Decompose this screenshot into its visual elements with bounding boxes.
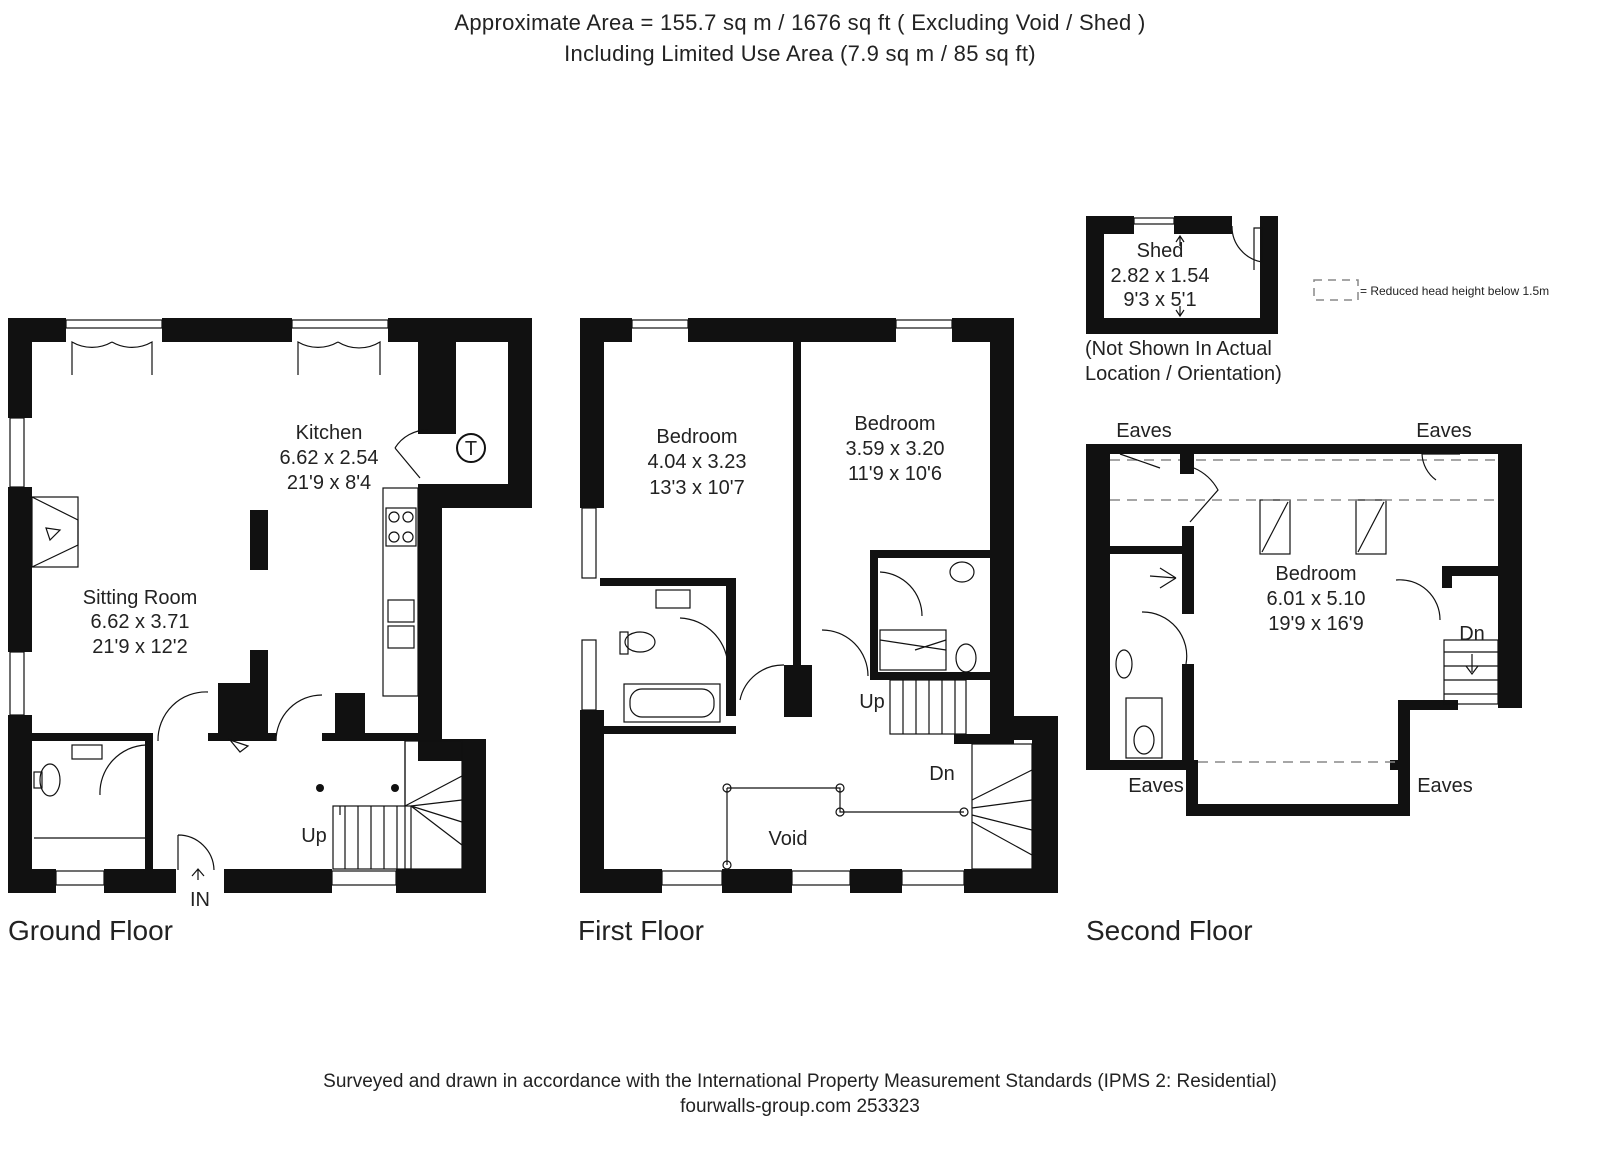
limited-use-area-line: Including Limited Use Area (7.9 sq m / 8… bbox=[564, 41, 1036, 66]
kitchen-metric: 6.62 x 2.54 bbox=[280, 447, 379, 469]
shed-note-line2: Location / Orientation) bbox=[1085, 363, 1282, 385]
top-bedroom-imperial: 19'9 x 16'9 bbox=[1268, 613, 1364, 635]
first-floor-plan: Bedroom 4.04 x 3.23 13'3 x 10'7 Bedroom … bbox=[580, 318, 1058, 893]
entrance-label: IN bbox=[190, 889, 210, 911]
ground-stairs-up-label: Up bbox=[301, 825, 327, 847]
shed-imperial: 9'3 x 5'1 bbox=[1123, 289, 1196, 311]
website-reference-line: fourwalls-group.com 253323 bbox=[680, 1096, 920, 1117]
ground-floor-plan: T Sitting Room 6.62 x 3.71 21'9 x 12'2 K… bbox=[8, 318, 532, 911]
sitting-room-imperial: 21'9 x 12'2 bbox=[92, 636, 188, 658]
shed-name: Shed bbox=[1137, 240, 1184, 262]
survey-standard-line: Surveyed and drawn in accordance with th… bbox=[323, 1071, 1277, 1092]
bedroom-right-imperial: 11'9 x 10'6 bbox=[848, 463, 942, 485]
first-stairs-up-label: Up bbox=[859, 691, 885, 713]
bedroom-right-name: Bedroom bbox=[854, 413, 935, 435]
bedroom-left-metric: 4.04 x 3.23 bbox=[648, 451, 747, 473]
eaves-label-bottom-right: Eaves bbox=[1417, 775, 1473, 797]
area-summary-line: Approximate Area = 155.7 sq m / 1676 sq … bbox=[454, 10, 1146, 35]
top-bedroom-metric: 6.01 x 5.10 bbox=[1267, 588, 1366, 610]
first-stairs-down-label: Dn bbox=[929, 763, 955, 785]
second-floor-label: Second Floor bbox=[1086, 915, 1253, 946]
top-bedroom-name: Bedroom bbox=[1275, 563, 1356, 585]
sitting-room-metric: 6.62 x 3.71 bbox=[91, 611, 190, 633]
shed-metric: 2.82 x 1.54 bbox=[1111, 265, 1210, 287]
bedroom-left-imperial: 13'3 x 10'7 bbox=[649, 477, 745, 499]
second-floor-plan: Bedroom 6.01 x 5.10 19'9 x 16'9 Eaves Ea… bbox=[1086, 420, 1522, 816]
eaves-label-top-left: Eaves bbox=[1116, 420, 1172, 442]
ground-floor-label: Ground Floor bbox=[8, 915, 173, 946]
sitting-room-name: Sitting Room bbox=[83, 587, 198, 609]
eaves-label-top-right: Eaves bbox=[1416, 420, 1472, 442]
kitchen-name: Kitchen bbox=[296, 422, 363, 444]
eaves-label-bottom-left: Eaves bbox=[1128, 775, 1184, 797]
bedroom-left-name: Bedroom bbox=[656, 426, 737, 448]
first-floor-label: First Floor bbox=[578, 915, 704, 946]
legend-text: = Reduced head height below 1.5m bbox=[1360, 284, 1549, 298]
shed-note-line1: (Not Shown In Actual bbox=[1085, 338, 1272, 360]
second-stairs-down-label: Dn bbox=[1459, 623, 1485, 645]
legend: = Reduced head height below 1.5m bbox=[1313, 279, 1549, 301]
shed-plan: Shed 2.82 x 1.54 9'3 x 5'1 (Not Shown In… bbox=[1085, 216, 1282, 385]
tank-symbol: T bbox=[465, 438, 477, 460]
kitchen-imperial: 21'9 x 8'4 bbox=[287, 472, 371, 494]
bedroom-right-metric: 3.59 x 3.20 bbox=[846, 438, 945, 460]
void-label: Void bbox=[769, 828, 808, 850]
